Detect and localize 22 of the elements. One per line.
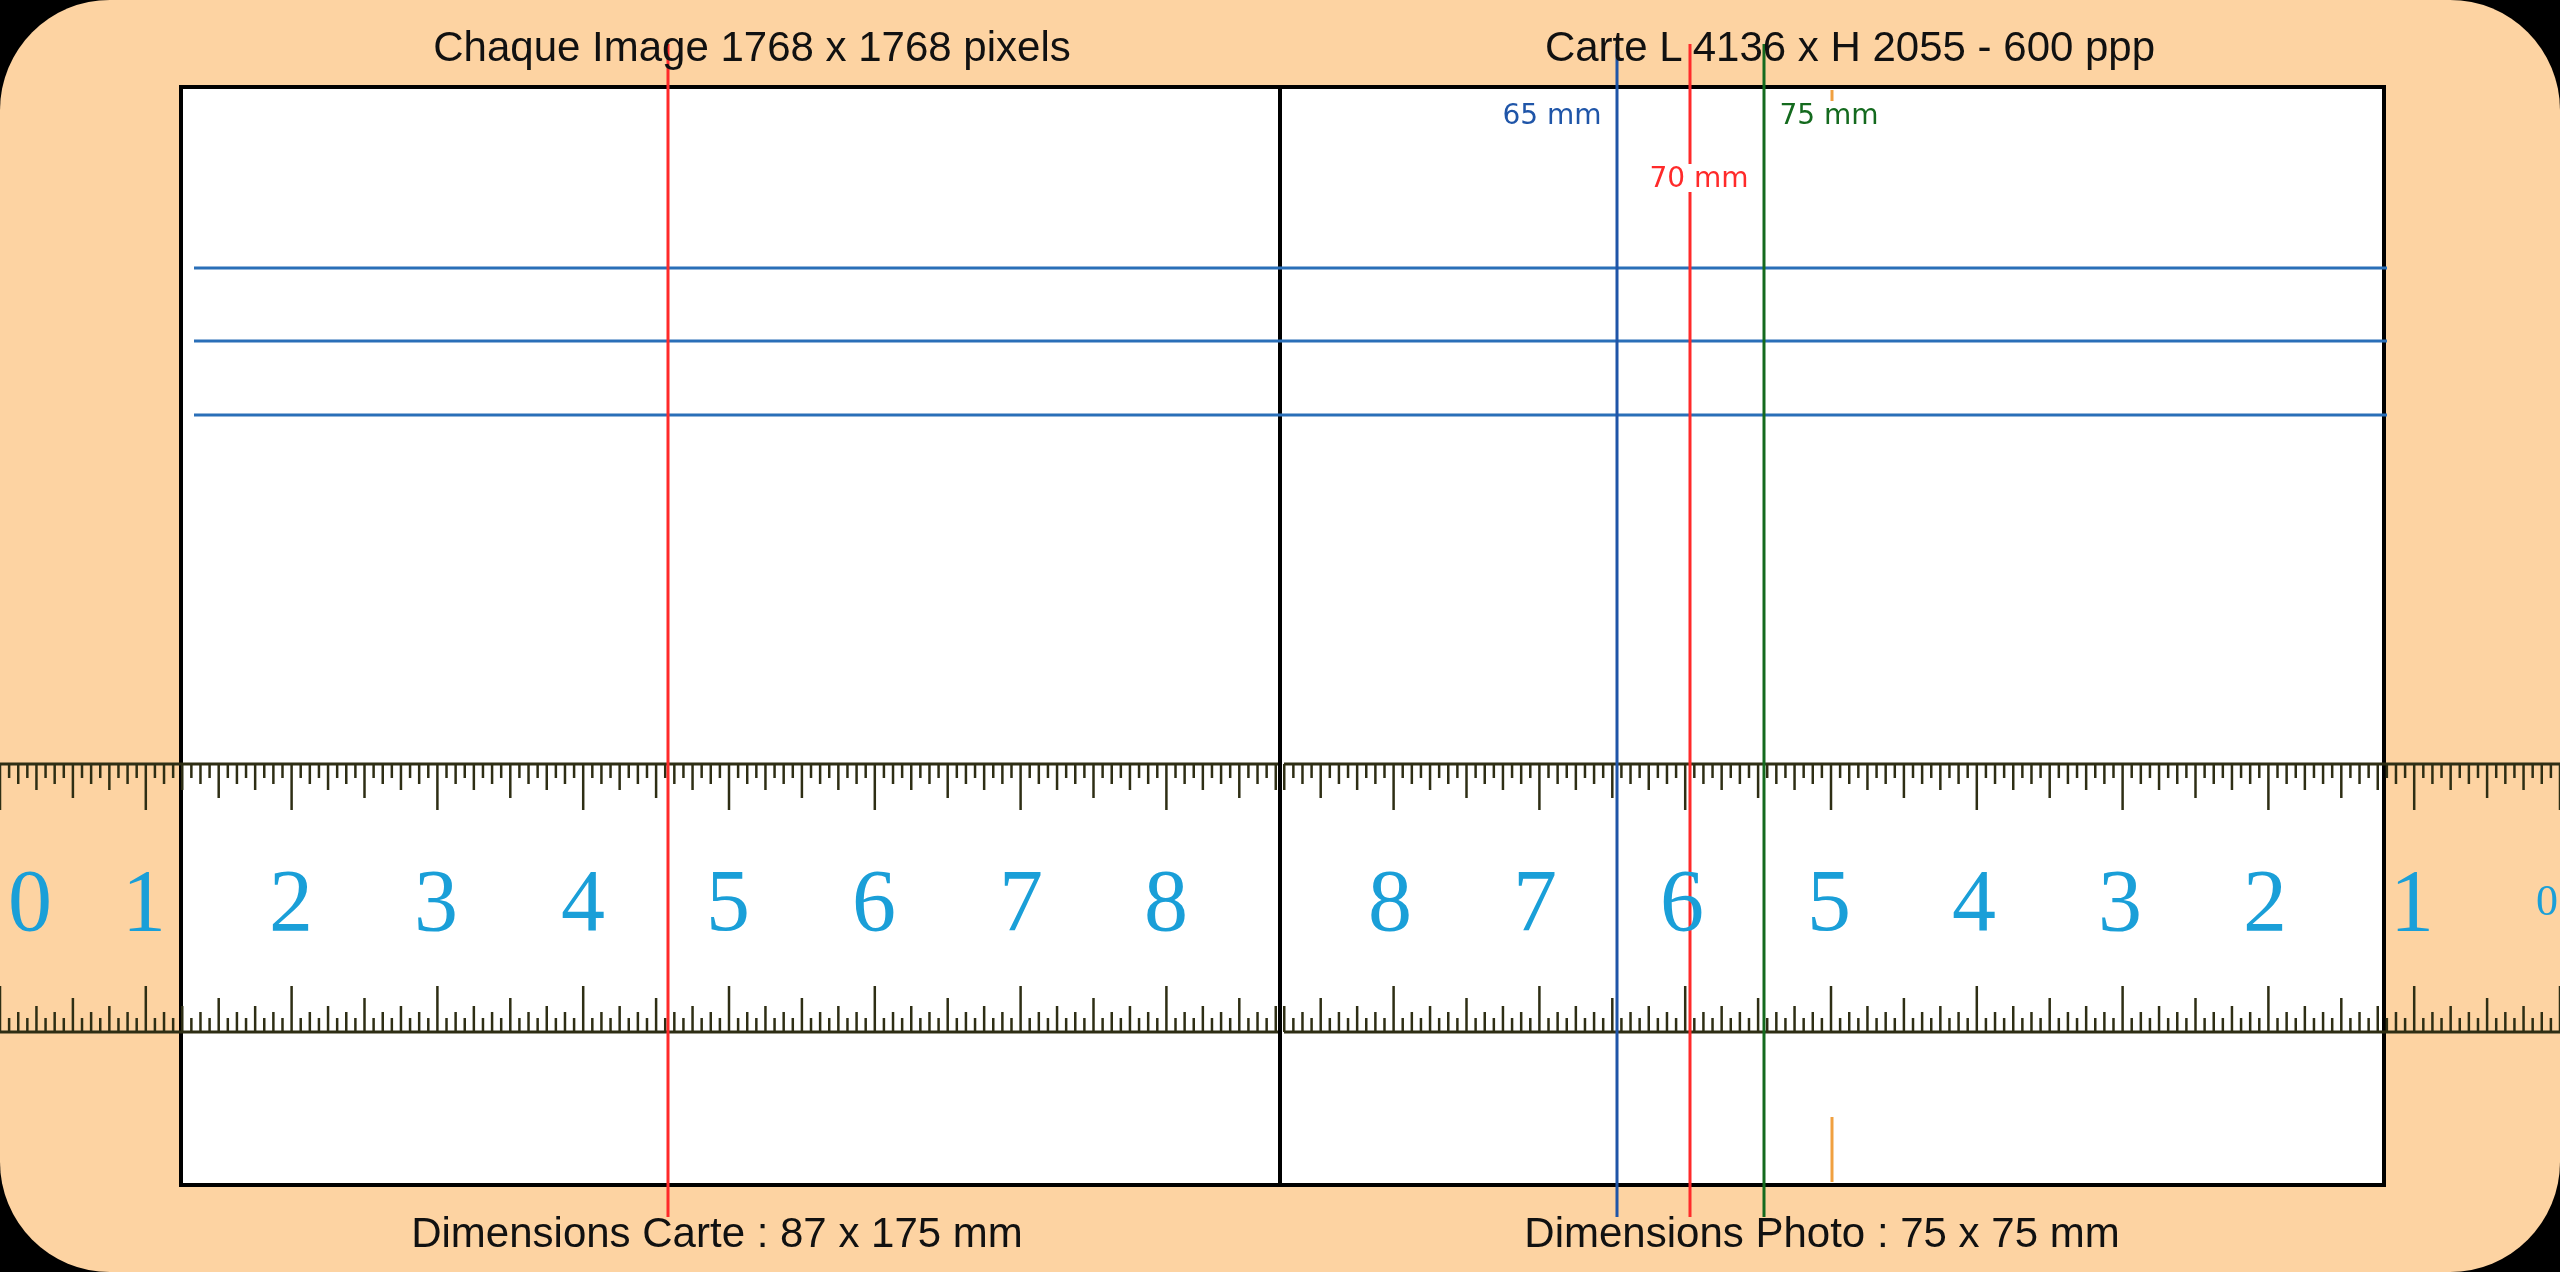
ruler-number: 4 (1952, 857, 1996, 945)
ruler-number: 4 (561, 857, 605, 945)
ruler-number: 7 (999, 857, 1043, 945)
ruler-number: 8 (1368, 857, 1412, 945)
ruler-number: 3 (414, 857, 458, 945)
ruler-number: 2 (269, 857, 313, 945)
ruler-number: 5 (706, 857, 750, 945)
ruler-number: 6 (852, 857, 896, 945)
ruler-number: 1 (122, 857, 166, 945)
dimension-note: Dimensions Carte : 87 x 175 mm (411, 1212, 1023, 1254)
ruler-number: 5 (1807, 857, 1851, 945)
dimension-label: 70 mm (1649, 164, 1749, 192)
ruler-number: 3 (2098, 857, 2142, 945)
dimension-note: Chaque Image 1768 x 1768 pixels (433, 26, 1071, 68)
ruler-number: 0 (2536, 879, 2558, 923)
dimension-note: Dimensions Photo : 75 x 75 mm (1524, 1212, 2120, 1254)
ruler-number: 8 (1144, 857, 1188, 945)
ruler-number: 0 (8, 857, 52, 945)
dimension-note: Carte L 4136 x H 2055 - 600 ppp (1544, 26, 2156, 68)
ruler-number: 1 (2390, 857, 2434, 945)
ruler-number: 2 (2243, 857, 2287, 945)
ruler-number: 7 (1513, 857, 1557, 945)
